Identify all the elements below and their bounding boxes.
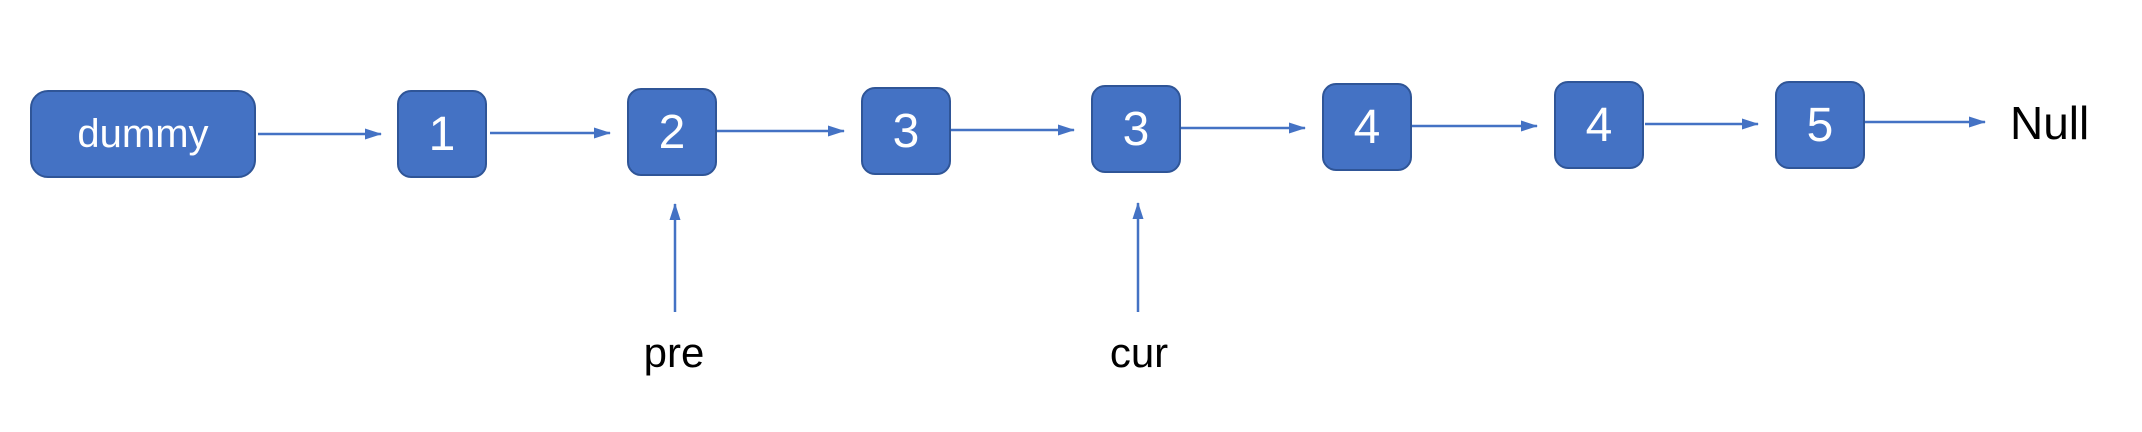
node-label: 2 xyxy=(658,105,686,159)
node-1: 1 xyxy=(397,90,487,178)
node-label: dummy xyxy=(77,111,209,156)
node-5: 5 xyxy=(1775,81,1865,169)
cur-pointer-label: cur xyxy=(1109,329,1169,376)
null-terminator-label: Null xyxy=(2010,97,2090,149)
node-label: 3 xyxy=(1122,102,1150,156)
node-dummy: dummy xyxy=(30,90,256,178)
node-4-second: 4 xyxy=(1554,81,1644,169)
node-2: 2 xyxy=(627,88,717,176)
pre-pointer-label: pre xyxy=(643,329,705,376)
node-3-second: 3 xyxy=(1091,85,1181,173)
node-label: 4 xyxy=(1585,98,1613,152)
node-label: 4 xyxy=(1353,100,1381,154)
node-3-first: 3 xyxy=(861,87,951,175)
node-label: 5 xyxy=(1806,98,1834,152)
node-label: 1 xyxy=(428,107,456,161)
node-label: 3 xyxy=(892,104,920,158)
node-4-first: 4 xyxy=(1322,83,1412,171)
